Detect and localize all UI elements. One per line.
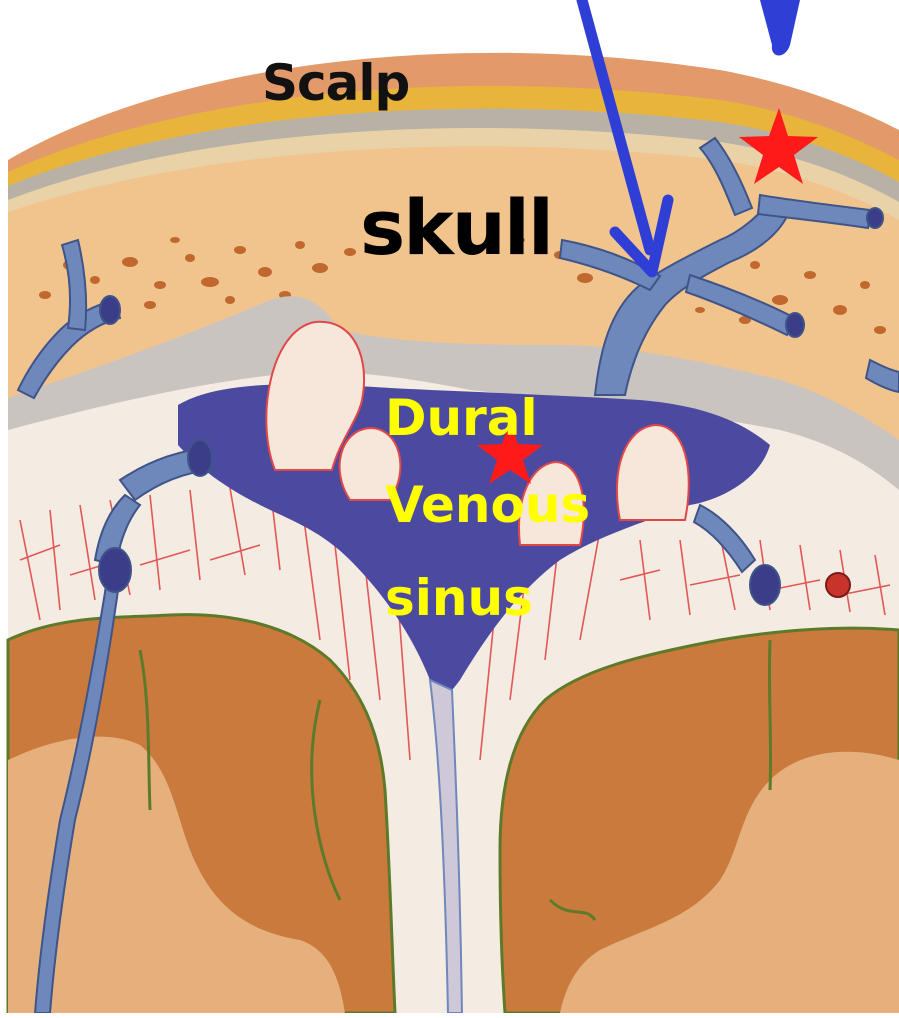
sinus-label-line-3: sinus xyxy=(385,573,533,623)
sinus-label-line-1: Dural xyxy=(385,393,538,443)
sinus-label-line-2: Venous xyxy=(385,480,590,530)
scalp-label: Scalp xyxy=(262,58,409,108)
artery-cross-section xyxy=(826,573,850,597)
skull-label: skull xyxy=(360,190,552,266)
